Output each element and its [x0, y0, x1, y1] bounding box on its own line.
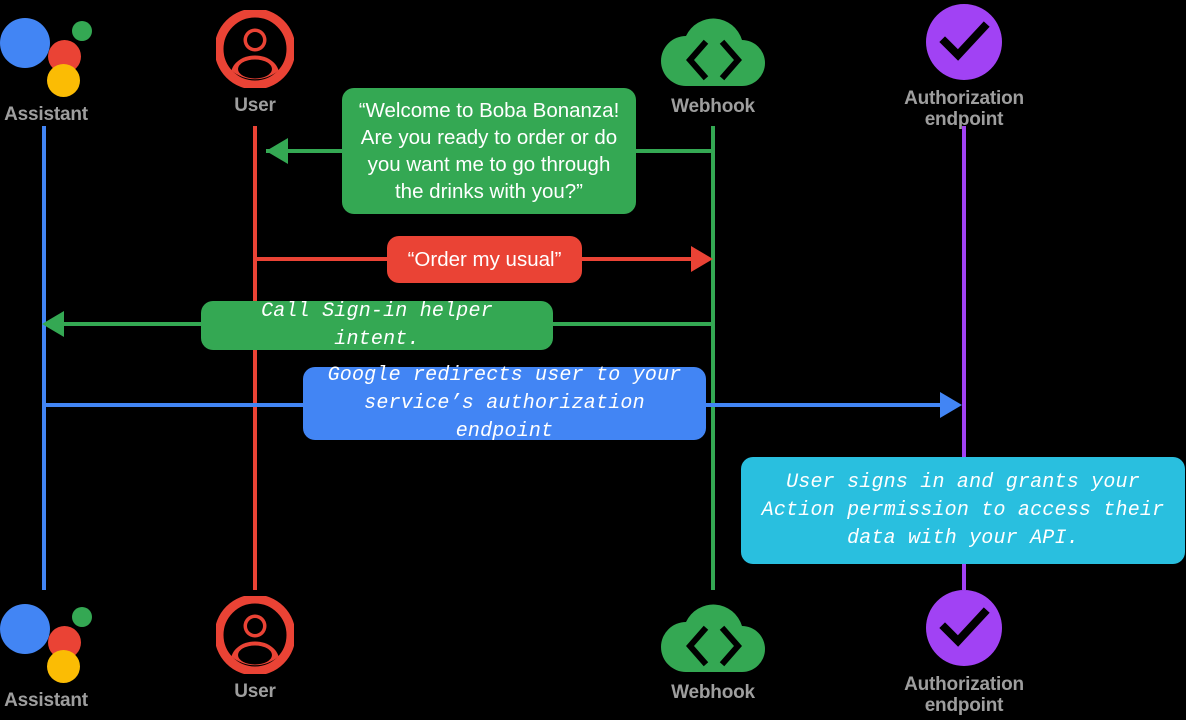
purple-check-circle-icon: [926, 4, 1002, 80]
assistant-dot-yellow: [47, 650, 80, 683]
actor-label-auth-endpoint-bottom: Authorization endpoint: [904, 674, 1024, 717]
user-avatar-icon: [214, 594, 296, 676]
actor-assistant-top: Assistant: [0, 10, 92, 125]
message-text-welcome: “Welcome to Boba Bonanza! Are you ready …: [358, 98, 620, 204]
actor-auth-endpoint-bottom: Authorization endpoint: [864, 590, 1064, 717]
arrow-stub-welcome-webhook: [711, 126, 715, 151]
google-assistant-icon: [0, 596, 92, 683]
cloud-code-icon: [657, 8, 769, 90]
assistant-dot-blue: [0, 18, 50, 68]
message-text-google-redirects: Google redirects user to your service’s …: [327, 363, 682, 443]
google-assistant-icon: [0, 10, 92, 97]
cloud-code-icon: [657, 594, 769, 676]
actor-label-assistant-bottom: Assistant: [4, 690, 88, 711]
message-text-order-my-usual: “Order my usual”: [407, 247, 562, 271]
message-text-user-signs-in: User signs in and grants your Action per…: [761, 470, 1165, 550]
assistant-dot-green: [72, 21, 92, 41]
message-bubble-google-redirects[interactable]: Google redirects user to your service’s …: [303, 364, 706, 443]
message-bubble-order-my-usual[interactable]: “Order my usual”: [387, 236, 582, 283]
actor-assistant-bottom: Assistant: [0, 596, 92, 711]
message-bubble-call-signin-helper[interactable]: Call Sign-in helper intent.: [201, 300, 553, 351]
actor-user-top: User: [214, 8, 296, 116]
arrow-head-order-my-usual: [691, 246, 713, 272]
actor-webhook-top: Webhook: [657, 8, 769, 117]
actor-user-bottom: User: [214, 594, 296, 702]
message-text-call-signin-helper: Call Sign-in helper intent.: [261, 299, 493, 351]
lifeline-assistant: [42, 126, 46, 590]
user-avatar-icon: [214, 8, 296, 90]
arrow-head-welcome: [266, 138, 288, 164]
arrow-head-call-signin-helper: [42, 311, 64, 337]
actor-webhook-bottom: Webhook: [657, 594, 769, 703]
actor-label-assistant-top: Assistant: [4, 104, 88, 125]
lifeline-user: [253, 126, 257, 590]
assistant-dot-blue: [0, 604, 50, 654]
actor-label-user-bottom: User: [234, 681, 276, 702]
actor-label-user-top: User: [234, 95, 276, 116]
assistant-dot-yellow: [47, 64, 80, 97]
message-bubble-user-signs-in[interactable]: User signs in and grants your Action per…: [741, 457, 1185, 564]
assistant-dot-green: [72, 607, 92, 627]
actor-label-webhook-top: Webhook: [671, 96, 755, 117]
lifeline-auth-endpoint: [962, 126, 966, 590]
actor-auth-endpoint-top: Authorization endpoint: [864, 4, 1064, 131]
arrow-head-google-redirects: [940, 392, 962, 418]
actor-label-webhook-bottom: Webhook: [671, 682, 755, 703]
message-bubble-welcome[interactable]: “Welcome to Boba Bonanza! Are you ready …: [342, 88, 636, 214]
actor-label-auth-endpoint-top: Authorization endpoint: [904, 88, 1024, 131]
purple-check-circle-icon: [926, 590, 1002, 666]
lifeline-webhook: [711, 126, 715, 590]
